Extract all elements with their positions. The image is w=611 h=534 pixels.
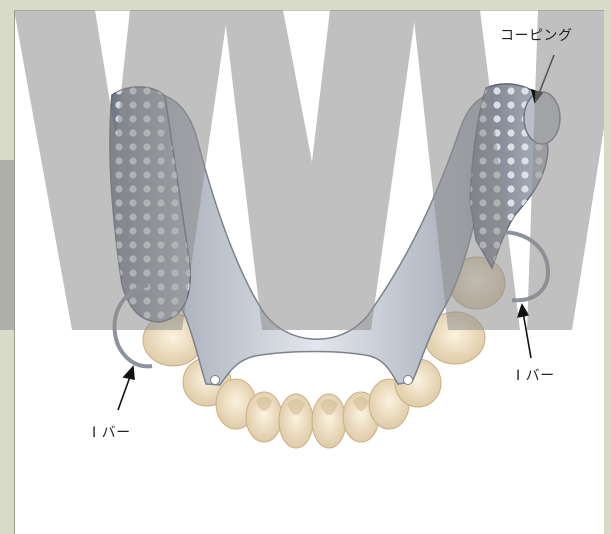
i-bar-label-right: I バー xyxy=(516,365,555,385)
i-bar-label-left: I バー xyxy=(92,422,131,442)
arrow-icon xyxy=(118,367,134,410)
coping-label: コーピング xyxy=(500,25,573,45)
